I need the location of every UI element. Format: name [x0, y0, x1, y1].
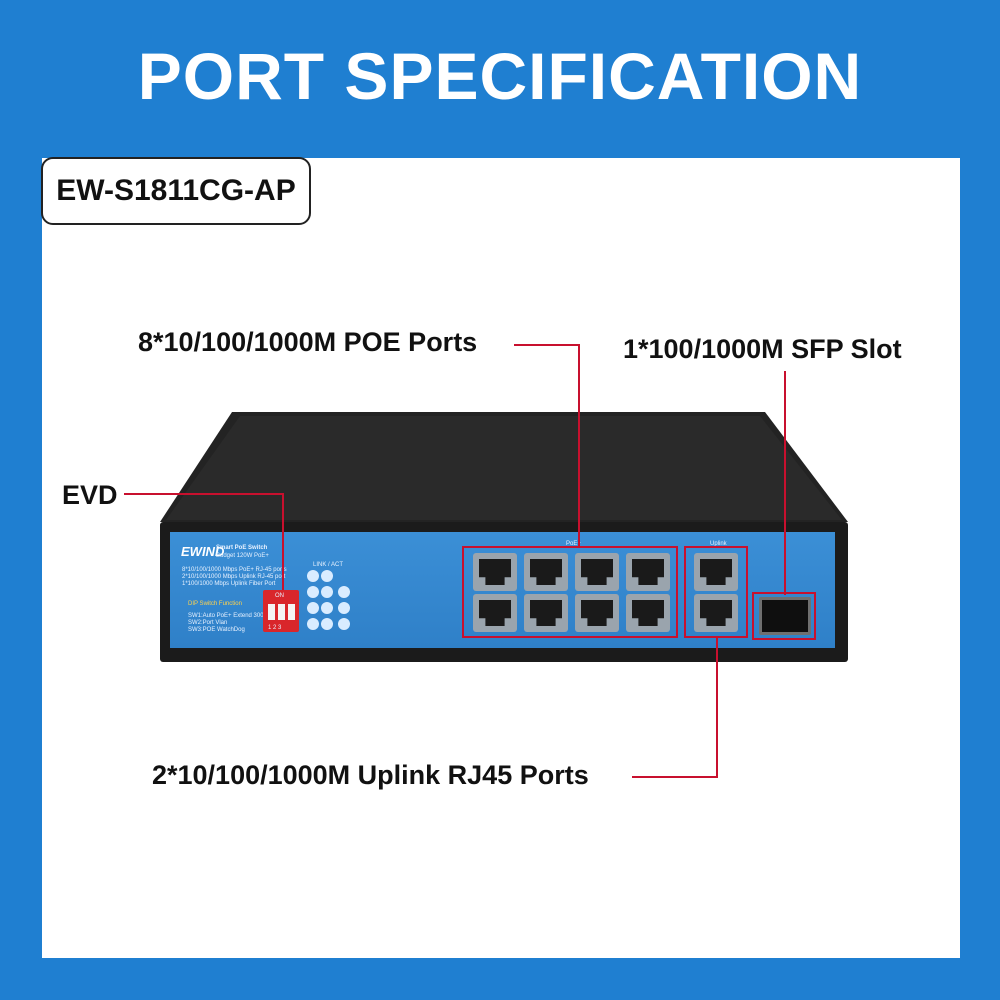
- uplink-rj45-port[interactable]: [694, 553, 738, 591]
- spec-line: 1*100/1000 Mbps Uplink Fiber Port: [182, 581, 276, 587]
- poe-ports-group: [462, 546, 678, 638]
- status-led: [321, 618, 333, 630]
- callout-poe-ports: 8*10/100/1000M POE Ports: [138, 327, 478, 357]
- dip-line: SW1:Auto PoE+ Extend 300m: [188, 613, 269, 619]
- dip-on-label: ON: [275, 593, 284, 599]
- uplink-label: Uplink: [710, 541, 727, 547]
- status-led: [321, 602, 333, 614]
- rj45-port[interactable]: [626, 553, 670, 591]
- status-led: [307, 570, 319, 582]
- device-budget: Budget 120W PoE+: [216, 553, 269, 559]
- dip-line: SW3:POE WatchDog: [188, 627, 245, 633]
- leader-line: [716, 638, 718, 778]
- rj45-port[interactable]: [473, 594, 517, 632]
- callout-uplink-ports: 2*10/100/1000M Uplink RJ45 Ports: [152, 760, 589, 790]
- status-led: [307, 586, 319, 598]
- status-led: [307, 618, 319, 630]
- dip-title: DIP Switch Function: [188, 601, 242, 607]
- leader-line: [514, 344, 580, 346]
- brand-logo: EWIND: [181, 544, 225, 559]
- spec-line: 8*10/100/1000 Mbps PoE+ RJ-45 ports: [182, 567, 287, 573]
- status-led: [307, 602, 319, 614]
- leader-line: [632, 776, 718, 778]
- callout-evd: EVD: [62, 480, 118, 510]
- dip-switch[interactable]: [263, 590, 299, 632]
- rj45-port[interactable]: [524, 553, 568, 591]
- uplink-rj45-port[interactable]: [694, 594, 738, 632]
- callout-sfp-slot: 1*100/1000M SFP Slot: [623, 334, 902, 364]
- model-badge: EW-S1811CG-AP: [41, 157, 311, 225]
- poe-label: PoE+: [566, 541, 581, 547]
- status-led: [321, 586, 333, 598]
- rj45-port[interactable]: [524, 594, 568, 632]
- leader-line: [784, 371, 786, 595]
- rj45-port[interactable]: [575, 553, 619, 591]
- spec-line: 2*10/100/1000 Mbps Uplink RJ-45 port: [182, 574, 286, 580]
- rj45-port[interactable]: [575, 594, 619, 632]
- dip-line: SW2:Port Vlan: [188, 620, 228, 626]
- page-title: PORT SPECIFICATION: [137, 39, 863, 113]
- led-label: LINK / ACT: [313, 562, 344, 568]
- leader-line: [282, 493, 284, 590]
- dip-numbers: 1 2 3: [268, 625, 282, 631]
- status-led: [338, 586, 350, 598]
- status-led: [338, 602, 350, 614]
- device-name: Smart PoE Switch: [216, 545, 268, 551]
- leader-line: [578, 344, 580, 548]
- rj45-port[interactable]: [473, 553, 517, 591]
- rj45-port[interactable]: [626, 594, 670, 632]
- uplink-ports-group: [684, 546, 748, 638]
- status-led: [321, 570, 333, 582]
- sfp-slot[interactable]: [759, 597, 811, 635]
- status-led: [338, 618, 350, 630]
- leader-line: [124, 493, 284, 495]
